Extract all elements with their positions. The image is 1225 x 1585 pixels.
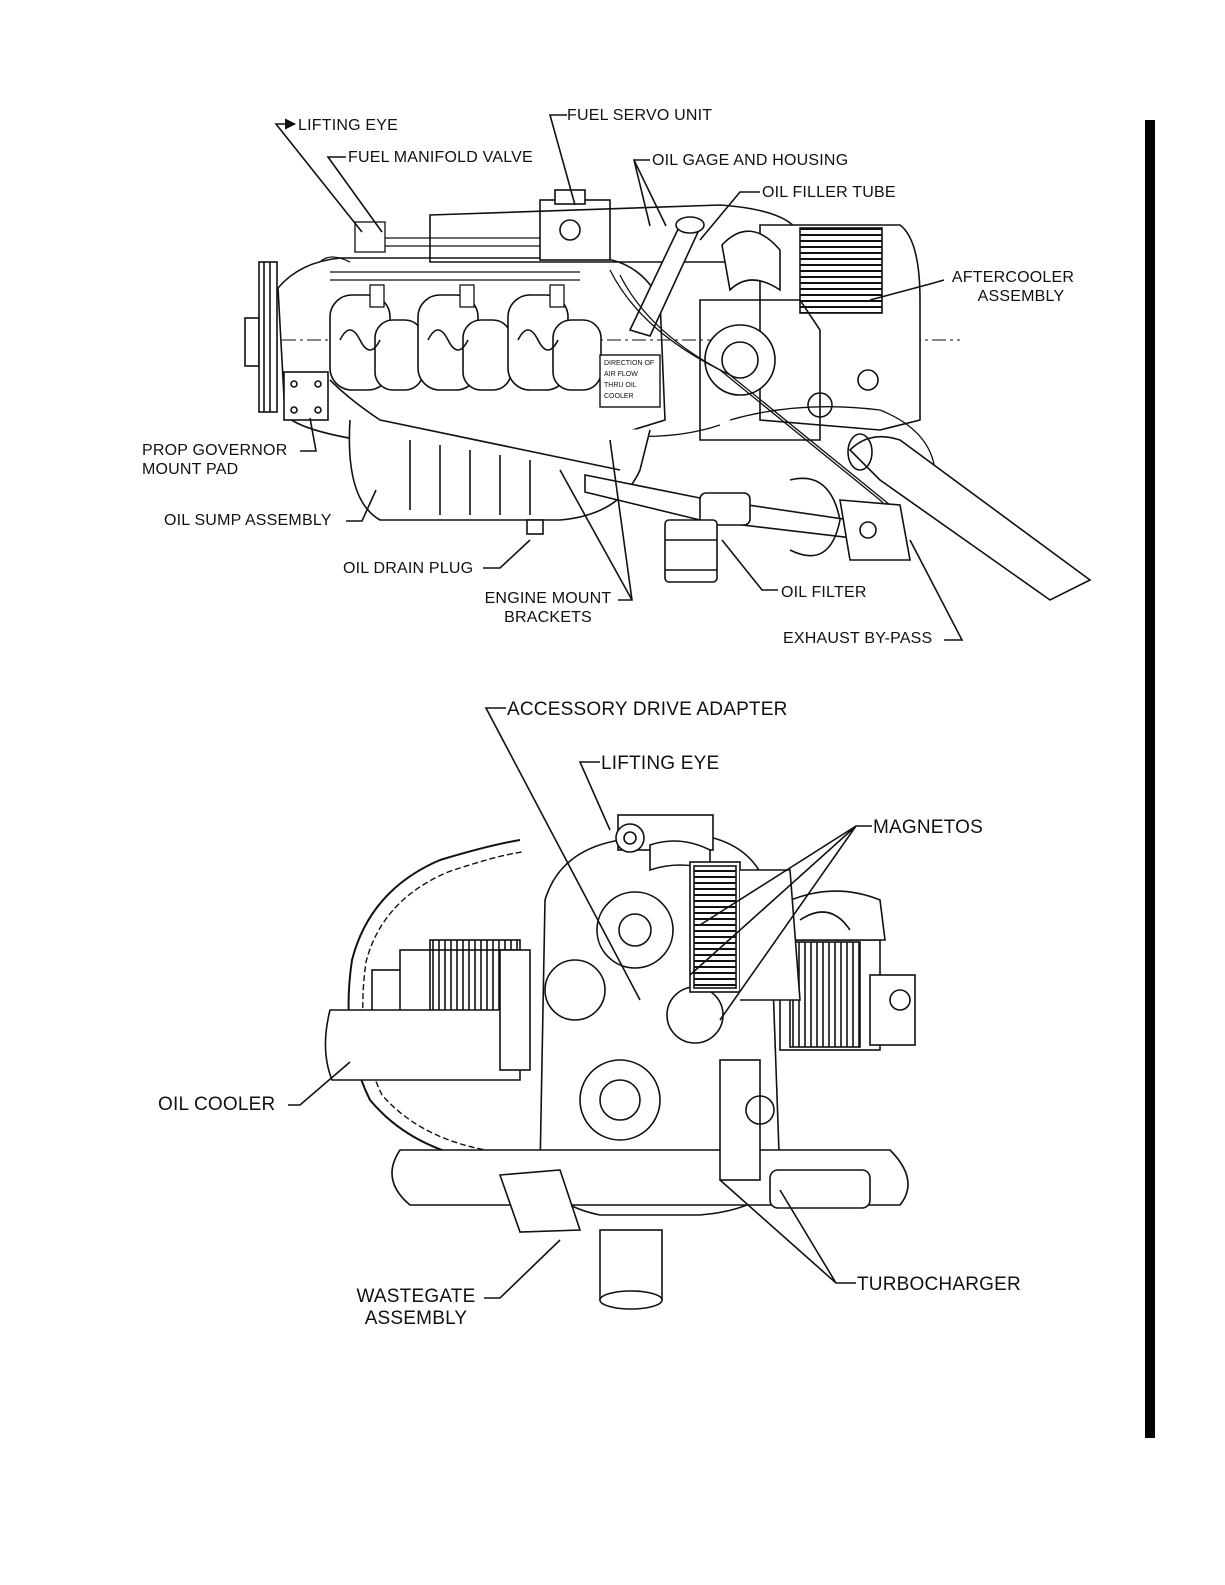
aftercooler-drawing [721,224,921,431]
label-line: ENGINE MOUNT [484,590,612,607]
prop-governor-pad-drawing [283,371,329,421]
magneto-cooler-drawing [689,861,851,1001]
oil-filler-tube-drawing [628,216,705,337]
label-turbocharger: TURBOCHARGER [857,1274,1021,1295]
label-prop-governor-mount-pad: PROP GOVERNOR MOUNT PAD [142,441,287,479]
exhaust-pipe-drawing [584,433,1092,601]
label-wastegate-assembly: WASTEGATE ASSEMBLY [349,1286,483,1330]
air-flow-placard [599,354,661,408]
label-line: ASSEMBLY [977,288,1065,305]
label-line: BRACKETS [504,609,592,626]
oil-filter-drawing [664,519,718,583]
label-oil-filter: OIL FILTER [781,584,867,601]
cylinder-heads [329,294,602,391]
label-line: PROP GOVERNOR [142,442,288,459]
label-line: ASSEMBLY [364,1308,468,1329]
label-oil-cooler: OIL COOLER [158,1094,276,1115]
placard-line: THRU OIL [604,382,637,389]
label-engine-mount-brackets: ENGINE MOUNT BRACKETS [478,589,618,627]
right-cylinder-bank [779,890,916,1051]
left-cylinder-bank [324,939,531,1081]
label-lifting-eye-top: LIFTING EYE [298,117,398,134]
bottom-leader-lines [288,707,872,1299]
label-fuel-manifold-valve: FUEL MANIFOLD VALVE [348,149,533,166]
placard-line: COOLER [604,393,634,400]
placard-line: DIRECTION OF [604,360,655,367]
label-oil-gage-and-housing: OIL GAGE AND HOUSING [652,152,849,169]
oil-sump-drawing [329,379,651,535]
propeller-flange [244,261,278,413]
label-oil-drain-plug: OIL DRAIN PLUG [343,560,474,577]
label-oil-sump-assembly: OIL SUMP ASSEMBLY [164,512,332,529]
label-lifting-eye-bottom: LIFTING EYE [601,753,720,774]
accessory-case [699,299,879,441]
label-aftercooler-assembly: AFTERCOOLER ASSEMBLY [944,268,1082,306]
fuel-servo-body [539,189,611,261]
label-line: AFTERCOOLER [951,269,1075,286]
revision-change-bar [1145,120,1155,1438]
oil-line-loop [347,839,521,1166]
crankcase-outline [277,257,666,441]
label-magnetos: MAGNETOS [873,817,983,838]
label-oil-filler-tube: OIL FILLER TUBE [762,184,896,201]
label-accessory-drive-adapter: ACCESSORY DRIVE ADAPTER [507,699,788,720]
air-flow-placard-text: DIRECTION OF AIR FLOW THRU OIL COOLER [604,358,660,402]
accessory-drive-drawing [544,891,724,1141]
label-fuel-servo-unit: FUEL SERVO UNIT [567,107,713,124]
placard-line: AIR FLOW [604,371,638,378]
label-line: WASTEGATE [356,1286,476,1307]
turbo-drawing [391,1059,909,1310]
label-exhaust-bypass: EXHAUST BY-PASS [783,630,933,647]
bottom-engine-front-view [324,814,916,1310]
top-leader-lines [274,114,964,641]
label-line: MOUNT PAD [142,461,239,478]
top-engine-side-view [244,189,1092,601]
